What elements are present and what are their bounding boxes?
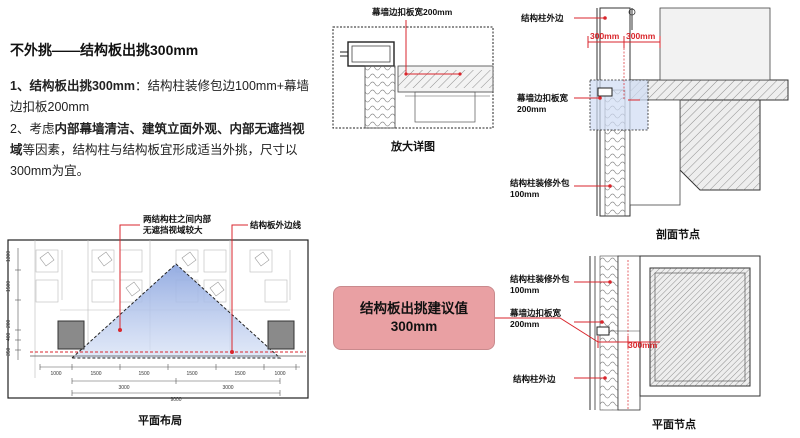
plan-left-dim-3: 200 <box>6 319 12 328</box>
plan-annotation-edge: 结构板外边线 <box>250 220 302 230</box>
section-node-drawing <box>574 7 789 223</box>
section-cap-label: 幕墙边扣板宽 200mm <box>517 93 569 114</box>
plan-dim-5: 1500 <box>234 371 245 377</box>
page-title: 不外挑——结构板出挑300mm <box>10 42 199 58</box>
plan-dim-8: 3000 <box>222 385 233 391</box>
plan-left-dim-1: 1300 <box>6 251 12 262</box>
plan-node-wrap-label: 结构柱装修外包 100mm <box>510 274 570 295</box>
point-1-bold: 结构板出挑300mm <box>29 79 136 93</box>
section-dim-300a: 300mm <box>590 31 620 41</box>
plan-dim-6: 1000 <box>274 371 285 377</box>
plan-dim-1: 1000 <box>50 371 61 377</box>
detail-label-top: 幕墙边扣板宽200mm <box>371 7 453 17</box>
plan-left-dim-5: 350 <box>6 347 12 356</box>
plan-dim-7: 3000 <box>118 385 129 391</box>
plan-layout-caption: 平面布局 <box>138 413 182 427</box>
plan-dim-4: 1500 <box>186 371 197 377</box>
plan-node-dim: 300mm <box>628 340 658 350</box>
point-2-rest: 等因素，结构柱与结构板宜形成适当外挑，尺寸以300mm为宜。 <box>10 143 298 178</box>
section-col-edge: 结构柱外边 <box>521 13 564 23</box>
plan-dim-3: 1500 <box>138 371 149 377</box>
callout-text: 结构板出挑建议值 300mm <box>360 301 468 334</box>
point-1: 1、结构板出挑300mm：结构柱装修包边100mm+幕墙边扣板200mm <box>10 76 315 118</box>
plan-node-col-edge: 结构柱外边 <box>513 374 556 384</box>
point-2-bold: 内部幕墙清洁、建筑立面外观、内部无遮挡视域 <box>10 122 305 157</box>
plan-layout-drawing: 1300 1500 200 400 350 1000 1500 <box>6 224 309 403</box>
plan-left-dim-2: 1500 <box>6 281 12 292</box>
plan-node-cap-label: 幕墙边扣板宽 200mm <box>510 308 562 329</box>
detail-drawing <box>332 20 494 129</box>
plan-node-drawing <box>493 255 761 411</box>
point-1-prefix: 1、 <box>10 79 30 93</box>
point-2: 2、考虑内部幕墙清洁、建筑立面外观、内部无遮挡视域等因素，结构柱与结构板宜形成适… <box>10 119 315 182</box>
plan-view-annotation-html: 两结构柱之间内部 无遮挡视域较大 <box>143 214 212 235</box>
point-1-rest: ：结构柱装修包边100mm+幕墙边扣板200mm <box>10 79 310 114</box>
section-dim-300b: 300mm <box>626 31 656 41</box>
recommendation-callout: 结构板出挑建议值 300mm <box>333 286 495 350</box>
plan-left-dim-4: 400 <box>6 332 12 341</box>
plan-dim-total: 9000 <box>170 397 181 403</box>
plan-node-caption: 平面节点 <box>652 417 696 431</box>
plan-dim-2: 1500 <box>90 371 101 377</box>
point-2-prefix: 2、考虑 <box>10 122 55 136</box>
detail-caption: 放大详图 <box>390 139 435 153</box>
section-wrap-label: 结构柱装修外包 100mm <box>510 178 570 199</box>
section-node-caption: 剖面节点 <box>656 227 700 241</box>
